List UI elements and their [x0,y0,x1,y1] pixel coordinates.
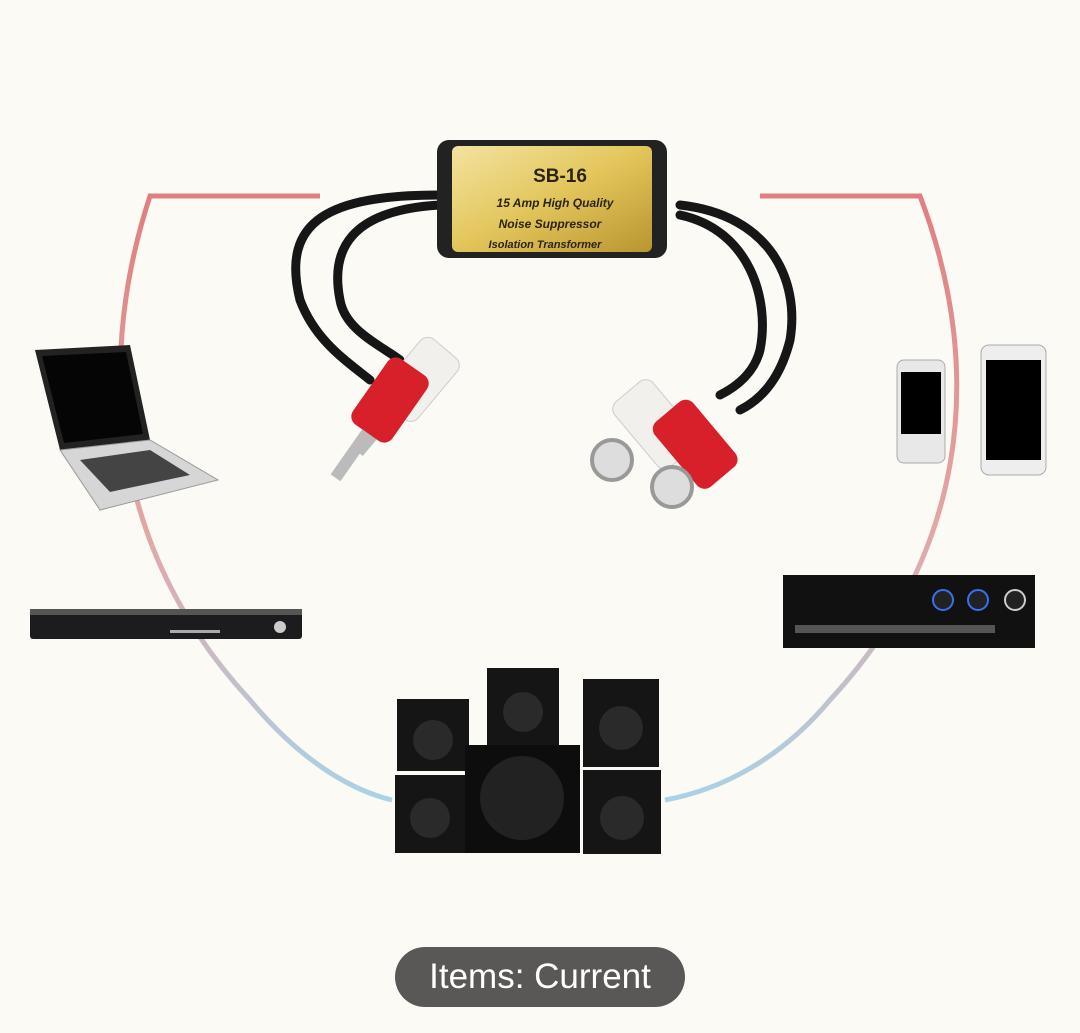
amplifier-icon [783,575,1035,648]
model-label: SB-16 [533,166,587,187]
spec-line-2: Noise Suppressor [499,217,603,231]
cables [291,190,797,415]
dvd-player-icon [30,609,302,639]
rca-female-jacks [590,379,738,509]
smartphone-icon [896,344,1047,476]
spec-line-1: 15 Amp High Quality [497,196,615,210]
rca-male-plugs [330,336,460,482]
spec-line-3: Isolation Transformer [489,239,603,251]
laptop-icon [35,345,220,511]
noise-suppressor-device: SB-16 15 Amp High Quality Noise Suppress… [437,140,667,258]
items-current-badge[interactable]: Items: Current [395,947,685,1007]
speaker-system-icon [395,668,661,854]
